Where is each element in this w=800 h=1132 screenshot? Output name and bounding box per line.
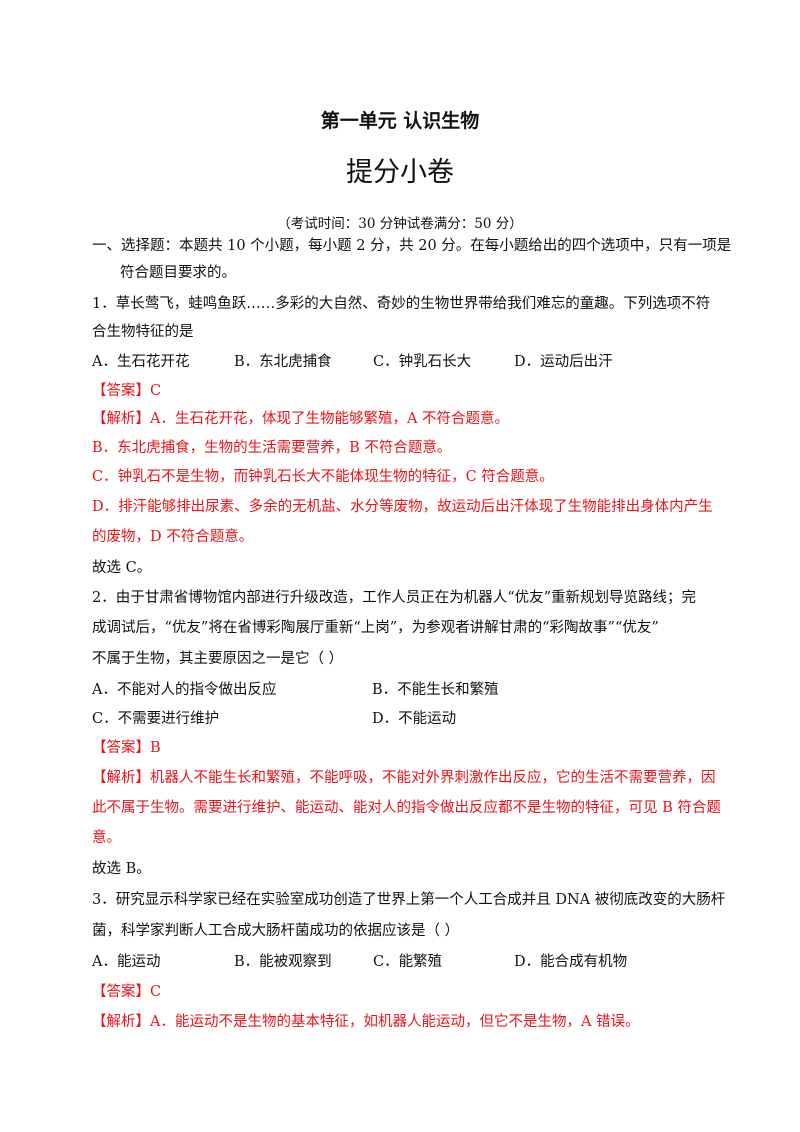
- q3-answer-label: 【答案】: [92, 984, 150, 1000]
- q2-option-b: B．不能生长和繁殖: [372, 682, 499, 698]
- q3-option-a: A．能运动: [92, 954, 161, 970]
- q2-option-c: C．不需要进行维护: [92, 711, 220, 727]
- q3-analysis-text-1: A．能运动不是生物的基本特征，如机器人能运动，但它不是生物，A 错误。: [150, 1014, 640, 1030]
- q3-answer: 【答案】C: [92, 982, 161, 1002]
- q1-answer: 【答案】C: [92, 381, 161, 401]
- section-instructions-line-2: 符合题目要求的。: [120, 265, 236, 281]
- q2-option-a: A．不能对人的指令做出反应: [92, 682, 277, 698]
- q3-stem-line-1: 3．研究显示科学家已经在实验室成功创造了世界上第一个人工合成并且 DNA 被彻底…: [92, 892, 726, 908]
- q1-analysis-text-1: A．生石花开花，体现了生物能够繁殖，A 不符合题意。: [150, 411, 510, 427]
- q3-option-b: B．能被观察到: [234, 954, 332, 970]
- q1-stem-line-2: 合生物特征的是: [92, 324, 194, 340]
- q2-stem-line-3: 不属于生物，其主要原因之一是它（ ）: [92, 651, 344, 667]
- q1-answer-label: 【答案】: [92, 383, 150, 399]
- paper-title: 提分小卷: [346, 157, 454, 188]
- q1-analysis-line-5: 的废物，D 不符合题意。: [92, 529, 254, 545]
- q1-option-c: C．钟乳石长大: [373, 354, 472, 370]
- q2-stem-line-2: 成调试后，“优友”将在省博彩陶展厅重新“上岗”，为参观者讲解甘肃的“彩陶故事”“…: [92, 620, 659, 636]
- q2-analysis-line-1: 【解析】机器人不能生长和繁殖，不能呼吸，不能对外界刺激作出反应，它的生活不需要营…: [92, 768, 716, 788]
- q1-option-a: A．生石花开花: [92, 354, 190, 370]
- section-instructions-line-1: 一、选择题：本题共 10 个小题，每小题 2 分，共 20 分。在每小题给出的四…: [92, 238, 732, 254]
- q2-answer-value: B: [150, 740, 161, 756]
- q1-analysis-line-1: 【解析】A．生石花开花，体现了生物能够繁殖，A 不符合题意。: [92, 409, 509, 429]
- q2-analysis-text-1: 机器人不能生长和繁殖，不能呼吸，不能对外界刺激作出反应，它的生活不需要营养，因: [150, 770, 716, 786]
- q2-analysis-label: 【解析】: [92, 770, 150, 786]
- q1-answer-value: C: [150, 383, 162, 399]
- q2-answer: 【答案】B: [92, 738, 161, 758]
- q3-option-d: D．能合成有机物: [514, 954, 628, 970]
- q2-conclusion: 故选 B。: [92, 861, 151, 877]
- q1-analysis-line-2: B．东北虎捕食，生物的生活需要营养，B 不符合题意。: [92, 440, 452, 456]
- q2-option-d: D．不能运动: [372, 711, 457, 727]
- q1-analysis-label: 【解析】: [92, 411, 150, 427]
- exam-info: （考试时间：30 分钟试卷满分：50 分）: [277, 216, 523, 232]
- q3-stem-line-2: 菌，科学家判断人工合成大肠杆菌成功的依据应该是（ ）: [92, 923, 460, 939]
- q3-answer-value: C: [150, 984, 162, 1000]
- q1-analysis-line-3: C．钟乳石不是生物，而钟乳石长大不能体现生物的特征，C 符合题意。: [92, 469, 554, 485]
- q2-analysis-line-2: 此不属于生物。需要进行维护、能运动、能对人的指令做出反应都不是生物的特征，可见 …: [92, 800, 721, 816]
- q2-analysis-line-3: 意。: [92, 830, 121, 846]
- q1-conclusion: 故选 C。: [92, 560, 152, 576]
- q2-answer-label: 【答案】: [92, 740, 150, 756]
- q1-stem-line-1: 1．草长莺飞，蛙鸣鱼跃……多彩的大自然、奇妙的生物世界带给我们难忘的童趣。下列选…: [92, 296, 711, 312]
- q1-option-b: B．东北虎捕食: [234, 354, 332, 370]
- q3-option-c: C．能繁殖: [373, 954, 443, 970]
- q3-analysis-line-1: 【解析】A．能运动不是生物的基本特征，如机器人能运动，但它不是生物，A 错误。: [92, 1012, 640, 1032]
- q1-analysis-line-4: D．排汗能够排出尿素、多余的无机盐、水分等废物，故运动后出汗体现了生物能排出身体…: [92, 499, 713, 515]
- q1-option-d: D．运动后出汗: [514, 354, 613, 370]
- q2-stem-line-1: 2．由于甘肃省博物馆内部进行升级改造，工作人员正在为机器人“优友”重新规划导览路…: [92, 590, 697, 606]
- unit-title: 第一单元 认识生物: [320, 110, 480, 132]
- q3-analysis-label: 【解析】: [92, 1014, 150, 1030]
